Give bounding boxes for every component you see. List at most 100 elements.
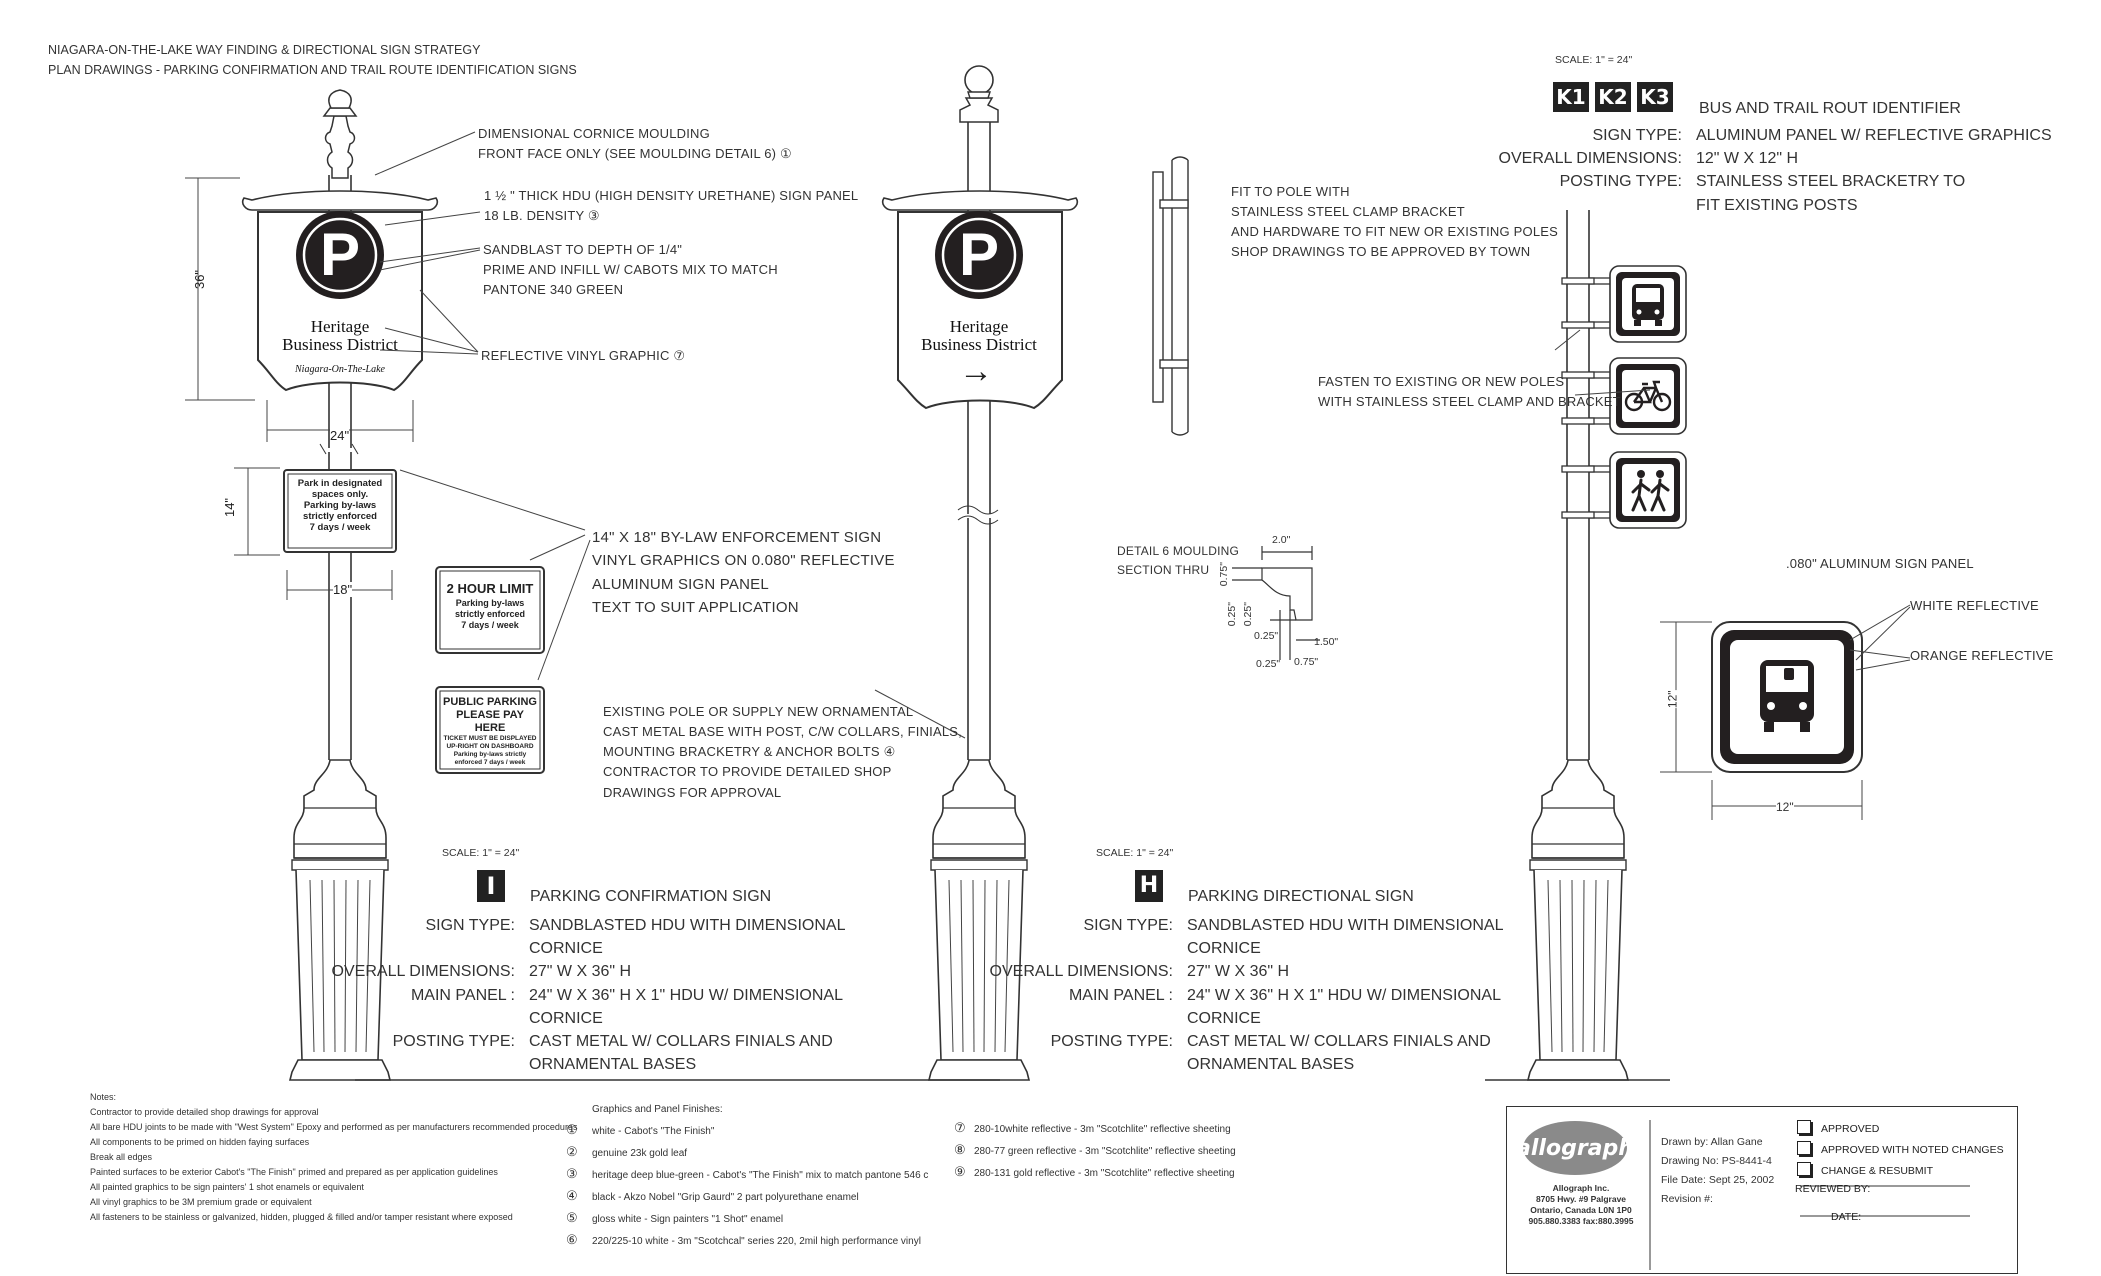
spec-row: FIT EXISTING POSTS <box>1492 194 2072 217</box>
note-item: Painted surfaces to be exterior Cabot's … <box>90 1167 498 1177</box>
badge-h: H <box>1135 870 1163 902</box>
spec-row: SIGN TYPE:SANDBLASTED HDU WITH DIMENSION… <box>280 914 900 960</box>
specs-i: SIGN TYPE:SANDBLASTED HDU WITH DIMENSION… <box>280 914 900 1076</box>
bylaw-l3: Parking by-laws <box>303 500 377 511</box>
specs-k: SIGN TYPE:ALUMINUM PANEL W/ REFLECTIVE G… <box>1492 124 2072 217</box>
spec-row: SIGN TYPE:SANDBLASTED HDU WITH DIMENSION… <box>938 914 1558 960</box>
header-line-1: NIAGARA-ON-THE-LAKE WAY FINDING & DIRECT… <box>48 43 481 57</box>
badge-k3: K3 <box>1637 82 1673 112</box>
spec-row: OVERALL DIMENSIONS: 27" W X 36" H <box>938 960 1558 983</box>
bylaw-l1: Park in designated <box>297 478 383 489</box>
revision: Revision #: <box>1661 1193 1713 1205</box>
change-resubmit-label: CHANGE & RESUBMIT <box>1821 1165 1934 1177</box>
date-label: DATE: <box>1831 1211 1862 1223</box>
bylaw-sign-text: Park in designated spaces only. Parking … <box>290 478 390 533</box>
two-hour-sign-text: 2 HOUR LIMIT Parking by-laws strictly en… <box>440 580 540 631</box>
two-hour-l1: Parking by-laws <box>455 598 525 608</box>
approval-option[interactable]: APPROVED WITH NOTED CHANGES <box>1797 1140 2004 1161</box>
spec-key: MAIN PANEL : <box>1068 986 1173 1004</box>
finish-number: ③ <box>566 1166 578 1181</box>
two-hour-l3: 7 days / week <box>461 620 519 630</box>
town-name-i: Niagara-On-The-Lake <box>295 364 385 375</box>
callout-bylaw-sign: 14" X 18" BY-LAW ENFORCEMENT SIGN VINYL … <box>592 529 895 616</box>
spec-row: OVERALL DIMENSIONS:27" W X 36" H <box>280 960 900 983</box>
pay-title-2: PLEASE PAY HERE <box>456 709 524 734</box>
district-line-1: Heritage <box>310 317 370 336</box>
change-resubmit-checkbox[interactable] <box>1797 1162 1811 1176</box>
scale-k: SCALE: 1" = 24" <box>1555 54 1633 66</box>
finish-text: gloss white - Sign painters "1 Shot" ena… <box>592 1214 784 1225</box>
k-sign-bike <box>1609 357 1687 435</box>
reviewed-by-label: REVIEWED BY: <box>1795 1183 1871 1195</box>
finish-number: ① <box>566 1122 578 1137</box>
approved-notes-label: APPROVED WITH NOTED CHANGES <box>1821 1144 2004 1156</box>
title-i: PARKING CONFIRMATION SIGN <box>530 888 772 905</box>
spec-key: SIGN TYPE: <box>1083 917 1173 934</box>
spec-value: STAINLESS STEEL BRACKETRY TO <box>1696 173 1966 191</box>
finish-number: ⑤ <box>566 1210 578 1225</box>
note-item: All components to be primed on hidden fa… <box>90 1137 310 1147</box>
finish-text: 280-131 gold reflective - 3m "Scotchlite… <box>974 1168 1235 1179</box>
badge-k1: K1 <box>1553 82 1589 112</box>
pay-l3: Parking by-laws strictly <box>453 751 527 758</box>
detail-dim-c: 0.25" <box>1241 602 1254 627</box>
company-addr-2: Ontario, Canada L0N 1P0 <box>1530 1205 1632 1215</box>
k-detail-panel <box>1711 621 1863 773</box>
general-notes: Notes: Contractor to provide detailed sh… <box>90 1090 577 1225</box>
spec-key: MAIN PANEL : <box>410 986 515 1004</box>
spec-row: SIGN TYPE:ALUMINUM PANEL W/ REFLECTIVE G… <box>1492 124 2072 147</box>
finish-item: ⑤ gloss white - Sign painters "1 Shot" en… <box>566 1208 928 1230</box>
allograph-logo: allograph <box>1516 1121 1634 1175</box>
spec-value: CAST METAL W/ COLLARS FINIALS AND ORNAME… <box>529 1032 833 1074</box>
spec-value: FIT EXISTING POSTS <box>1696 196 1858 214</box>
district-name-i: Heritage Business District <box>262 318 418 354</box>
spec-value: 12" W X 12" H <box>1696 150 1799 168</box>
dim-width-i: 24" <box>330 428 350 443</box>
drawing-number: Drawing No: PS-8441-4 <box>1661 1155 1772 1167</box>
approved-checkbox[interactable] <box>1797 1120 1811 1134</box>
spec-value: 27" W X 36" H <box>1187 963 1290 981</box>
finishes-title: Graphics and Panel Finishes: <box>592 1104 723 1115</box>
spec-key: OVERALL DIMENSIONS: <box>1498 150 1682 168</box>
title-k: BUS AND TRAIL ROUT IDENTIFIER <box>1699 100 1961 117</box>
detail-dim-b: 0.25" <box>1225 602 1238 627</box>
district-line-2: Business District <box>921 335 1037 354</box>
scale-h: SCALE: 1" = 24" <box>1096 847 1174 859</box>
finish-number: ⑦ <box>954 1120 966 1135</box>
sign-panel-i <box>241 190 439 392</box>
spec-key: OVERALL DIMENSIONS: <box>331 963 515 981</box>
file-date: File Date: Sept 25, 2002 <box>1661 1174 1775 1186</box>
orange-reflective-label: ORANGE REFLECTIVE <box>1910 648 2054 663</box>
callout-panel: 1 ½ " THICK HDU (HIGH DENSITY URETHANE) … <box>484 188 859 224</box>
title-block: allograph Allograph Inc. 8705 Hwy. #9 Pa… <box>1506 1106 2018 1274</box>
pay-parking-sign-text: PUBLIC PARKING PLEASE PAY HERE TICKET MU… <box>440 696 540 767</box>
extra-signs-frame <box>435 566 545 774</box>
finish-item: ② genuine 23k gold leaf <box>566 1142 928 1164</box>
spec-value: CAST METAL W/ COLLARS FINIALS AND ORNAME… <box>1187 1032 1491 1074</box>
parking-p-logo-i: P <box>319 221 361 288</box>
k-dim-height: 12" <box>1663 690 1683 709</box>
bracket-note: FIT TO POLE WITH STAINLESS STEEL CLAMP B… <box>1231 184 1558 260</box>
spec-key: SIGN TYPE: <box>425 917 515 934</box>
finish-number: ② <box>566 1144 578 1159</box>
approval-option[interactable]: APPROVED <box>1797 1119 2004 1140</box>
specs-h: SIGN TYPE:SANDBLASTED HDU WITH DIMENSION… <box>938 914 1558 1076</box>
fasten-note: FASTEN TO EXISTING OR NEW POLES WITH STA… <box>1318 374 1621 410</box>
district-line-2: Business District <box>282 335 398 354</box>
callout-leaders-i <box>374 131 966 739</box>
detail-dim-e: 1.50" <box>1314 636 1339 648</box>
finish-text: genuine 23k gold leaf <box>592 1148 688 1159</box>
approved-notes-checkbox[interactable] <box>1797 1141 1811 1155</box>
callout-cornice: DIMENSIONAL CORNICE MOULDING FRONT FACE … <box>478 126 792 162</box>
spec-key: OVERALL DIMENSIONS: <box>989 963 1173 981</box>
pay-l4: enforced 7 days / week <box>454 759 526 766</box>
spec-value: 24" W X 36" H X 1" HDU W/ DIMENSIONAL CO… <box>1187 986 1501 1027</box>
bylaw-l5: 7 days / week <box>309 522 371 533</box>
approval-option[interactable]: CHANGE & RESUBMIT <box>1797 1161 2004 1182</box>
drawn-by: Drawn by: Allan Gane <box>1661 1136 1763 1148</box>
pay-title-1: PUBLIC PARKING <box>443 696 537 708</box>
